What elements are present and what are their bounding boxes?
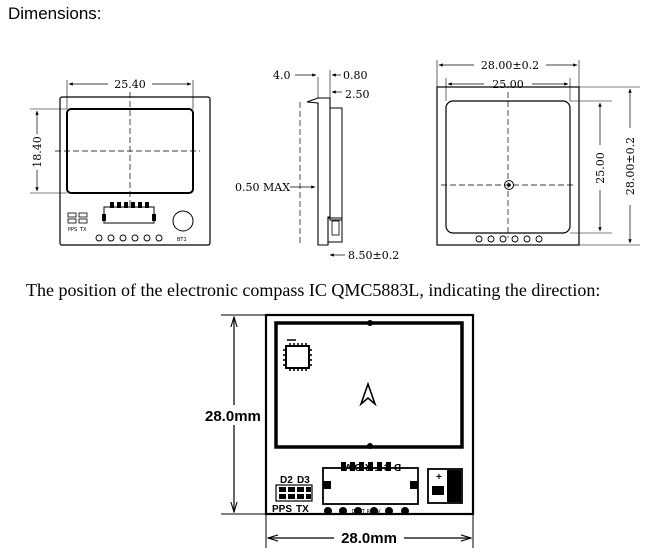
qmc5883l-chip [285, 345, 310, 369]
side-dim-max-label: 0.50 MAX [235, 181, 290, 194]
side-dim-total-label: 8.50±0.2 [348, 249, 399, 262]
qmc5883l-chip-pins [283, 343, 312, 371]
front-pps-label: PPS [68, 227, 77, 233]
front-width-label: 25.40 [114, 78, 146, 91]
front-height-label: 18.40 [31, 136, 44, 168]
direction-arrow-icon [359, 381, 377, 407]
side-dim-080-label: 0.80 [343, 69, 368, 82]
compass-caption: The position of the electronic compass I… [26, 280, 601, 300]
side-dim-250-label: 2.50 [345, 88, 370, 101]
compass-connector [322, 467, 419, 505]
front-bt1-label: BT1 [177, 237, 187, 243]
side-dim-4-label: 4.0 [273, 69, 291, 82]
compass-height-label: 28.0mm [205, 408, 261, 425]
side-profile [306, 97, 331, 246]
back-outer-width-label: 28.00±0.2 [481, 59, 539, 72]
front-view: 25.40 18.40 PPS TX BT1 [30, 78, 211, 246]
side-view: 4.0 0.80 2.50 0.50 MAX 8.50±0.2 [235, 69, 399, 262]
front-board-outline [59, 96, 211, 246]
d3-label: D3 [297, 475, 310, 486]
front-connector-pins [102, 202, 156, 221]
back-inner-width-label: 25.00 [492, 78, 524, 91]
bottom-pads: D C T R G V [324, 507, 409, 515]
compass-board: D C T R G V D C T R G V D2 D3 PPS TX [205, 313, 475, 548]
front-tx-label: TX [79, 227, 87, 233]
back-view: 28.00±0.2 25.00 25.00 28.00±0.2 [436, 59, 640, 246]
bottom-pin-labels: D C T R G V [351, 509, 381, 515]
pps-label: PPS [272, 504, 292, 515]
back-pads [475, 235, 543, 243]
compass-connector-pins [323, 462, 418, 489]
battery-plus-label: + [436, 472, 442, 483]
front-pads [95, 234, 163, 242]
compass-board-outline [264, 313, 475, 516]
led-block [275, 484, 313, 502]
tx-label: TX [296, 504, 309, 515]
back-board-outline [436, 86, 580, 246]
section-heading-dimensions: Dimensions: [8, 4, 102, 23]
back-inner-height-label: 25.00 [594, 152, 607, 184]
battery-outline [427, 468, 463, 504]
back-outer-height-label: 28.00±0.2 [624, 137, 637, 195]
d2-label: D2 [280, 475, 293, 486]
compass-width-label: 28.0mm [341, 530, 397, 547]
